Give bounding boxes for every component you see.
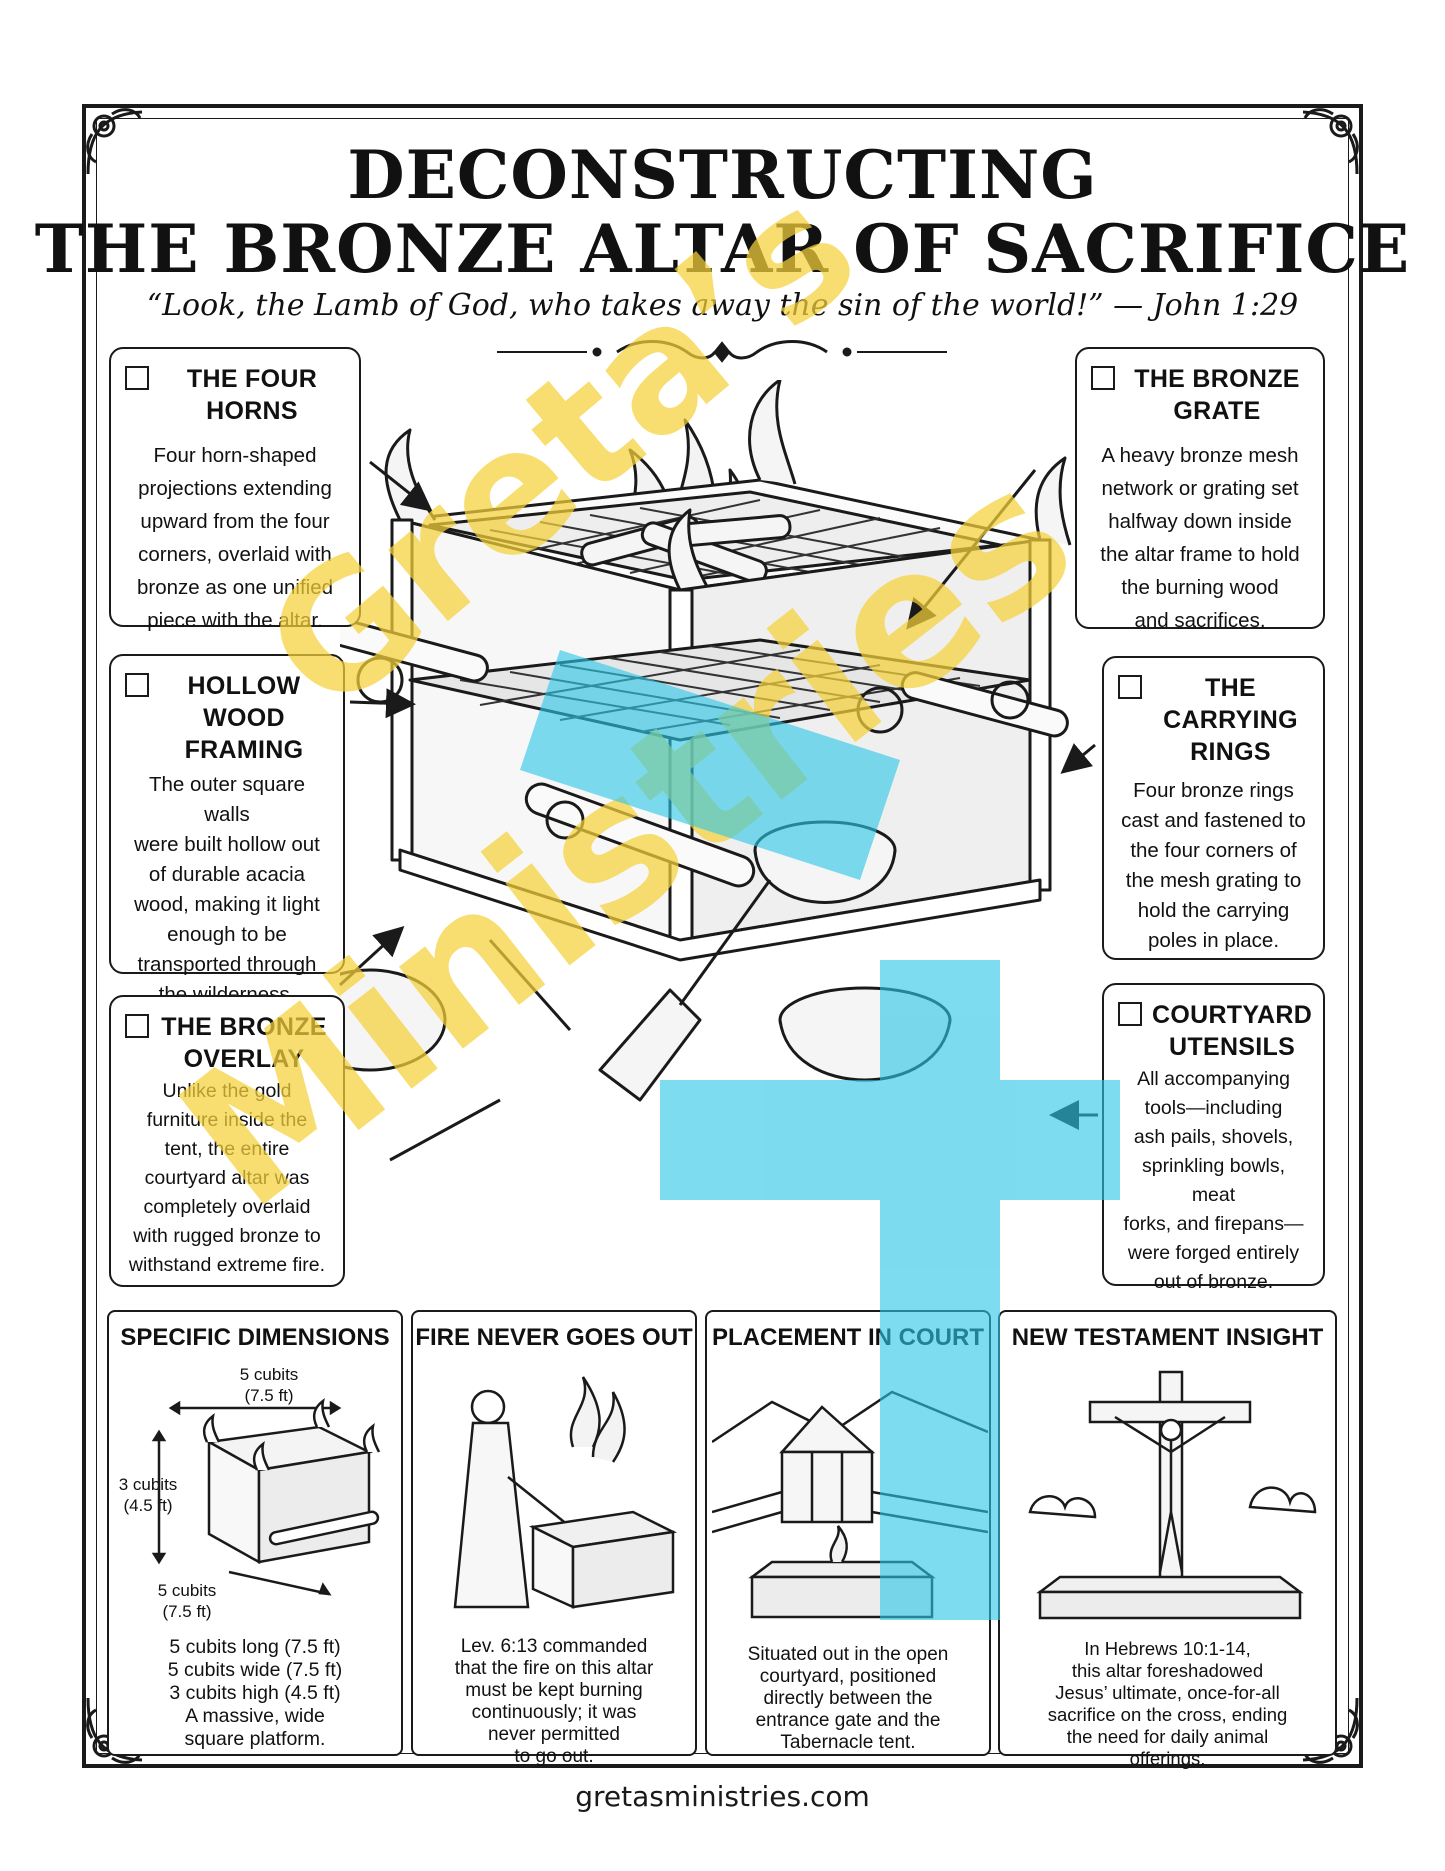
dim-label-depth: 5 cubits(7.5 ft)	[157, 1581, 217, 1621]
checkbox-icon[interactable]	[1091, 366, 1115, 390]
checkbox-icon[interactable]	[125, 366, 149, 390]
corner-ornament-icon	[86, 108, 143, 175]
tabernacle-courtyard-icon	[712, 1390, 988, 1619]
callout-title: THE BRONZE GRATE	[1134, 365, 1300, 425]
checkbox-icon[interactable]	[1118, 675, 1142, 699]
checkbox-icon[interactable]	[125, 673, 149, 697]
panel-title: NEW TESTAMENT INSIGHT	[1011, 1324, 1324, 1351]
cross-over-altar-icon	[1028, 1370, 1317, 1620]
bronze-altar-illustration	[340, 380, 1072, 1162]
outer-border	[82, 104, 1363, 1768]
dim-label-side: 3 cubits(4.5 ft)	[118, 1475, 178, 1515]
page-title-line2: THE BRONZE ALTAR OF SACRIFICE	[34, 210, 1411, 288]
priest-tending-fire-icon	[453, 1376, 678, 1609]
panel-dimensions: SPECIFIC DIMENSIONS 5 cubits(7.5 ft) 3 c…	[107, 1310, 403, 1756]
panel-text: In Hebrews 10:1-14,this altar foreshadow…	[1047, 1638, 1288, 1769]
panel-placement: PLACEMENT IN COURT Situated out in the o…	[705, 1310, 991, 1756]
checkbox-icon[interactable]	[125, 1014, 149, 1038]
panel-title: PLACEMENT IN COURT	[712, 1324, 984, 1351]
corner-ornament-icon	[1302, 108, 1359, 175]
panel-title: SPECIFIC DIMENSIONS	[120, 1324, 390, 1351]
footer-url[interactable]: gretasministries.com	[575, 1780, 870, 1813]
checkbox-icon[interactable]	[1118, 1002, 1142, 1026]
page-title-line1: DECONSTRUCTING	[347, 136, 1098, 214]
small-altar-dimensions-icon	[151, 1398, 381, 1596]
panel-new-testament: NEW TESTAMENT INSIGHT In Hebrews 10:1-14…	[998, 1310, 1337, 1769]
panel-title: FIRE NEVER GOES OUT	[415, 1324, 693, 1351]
panel-text: 5 cubits long (7.5 ft)5 cubits wide (7.5…	[167, 1636, 343, 1750]
callout-title: THE FOUR HORNS	[186, 365, 318, 425]
dim-label-top: 5 cubits(7.5 ft)	[239, 1365, 299, 1405]
scripture-quote: “Look, the Lamb of God, who takes away t…	[146, 288, 1299, 323]
divider-flourish-icon	[497, 340, 947, 363]
